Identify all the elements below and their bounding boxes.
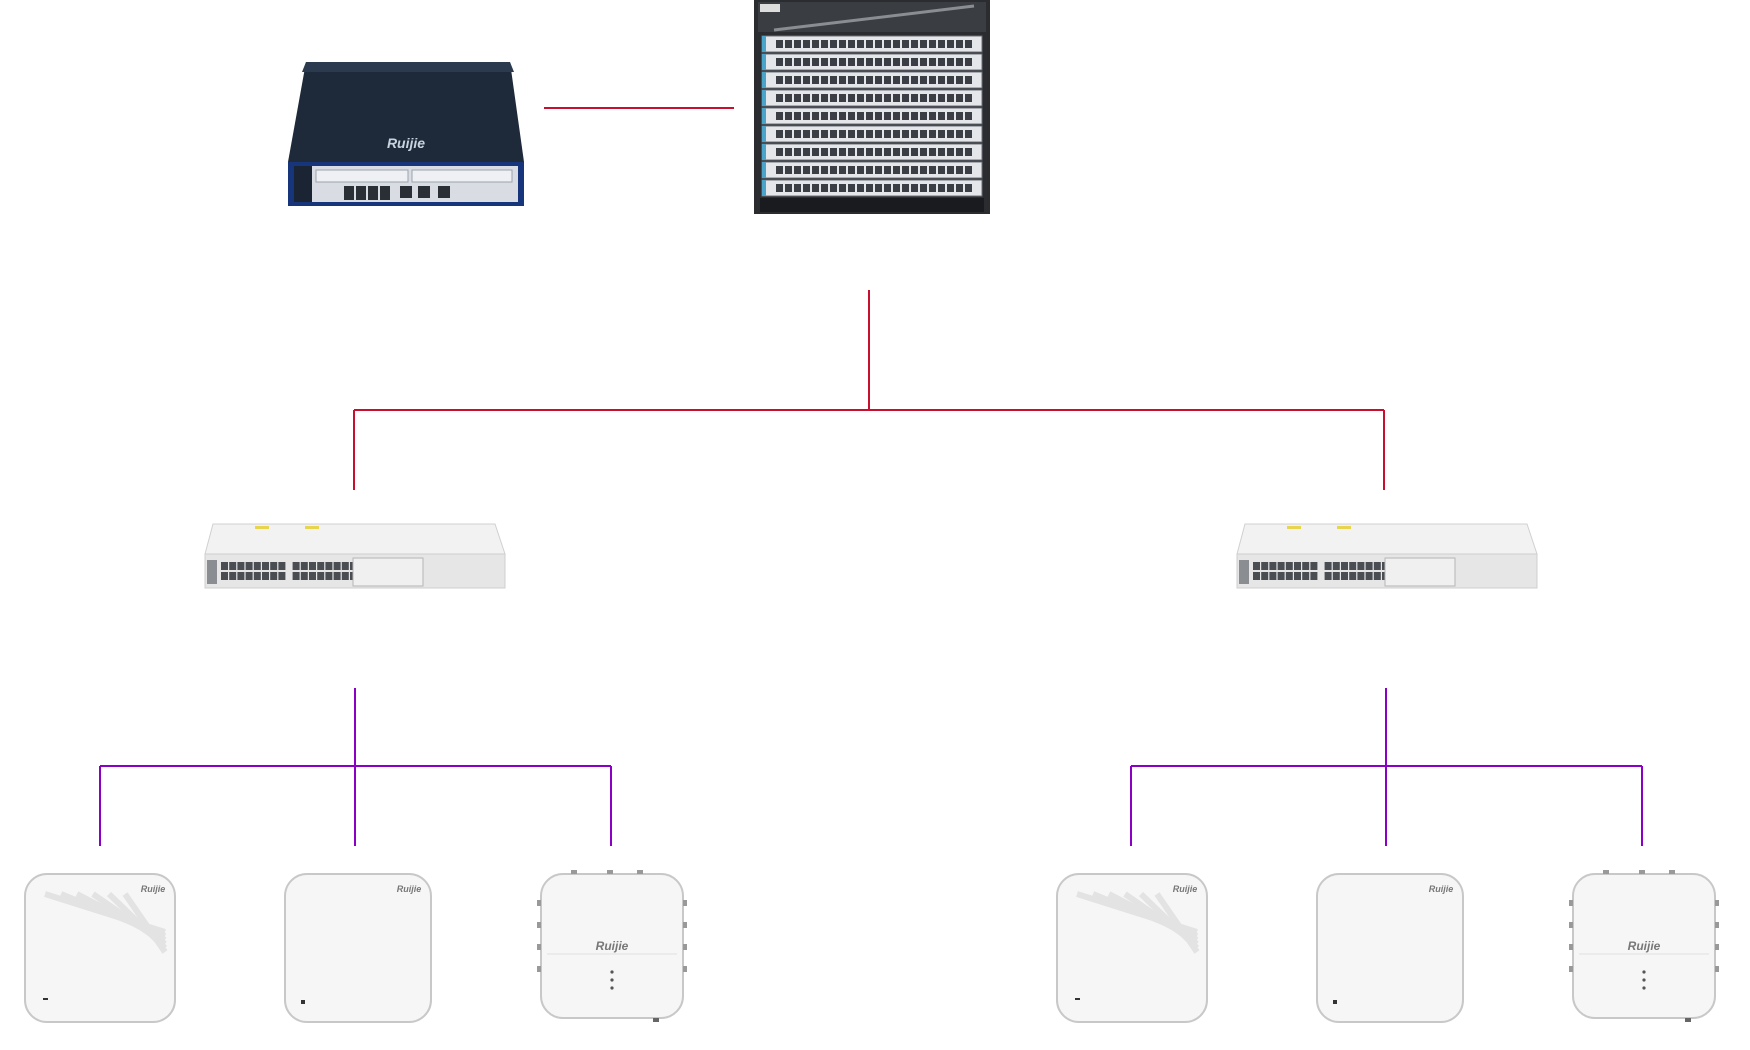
ceiling-ap-plain-icon: Ruijie bbox=[284, 873, 432, 1023]
ap-logo-text: Ruijie bbox=[596, 939, 629, 953]
core-links bbox=[353, 107, 1385, 490]
wireless-controller-icon: Ruijie bbox=[288, 62, 524, 206]
controller-logo-text: Ruijie bbox=[387, 135, 425, 151]
access-links bbox=[99, 688, 1643, 846]
ap-logo-text: Ruijie bbox=[141, 884, 166, 894]
chassis-switch-icon bbox=[754, 0, 990, 214]
ceiling-ap-wave-icon: Ruijie bbox=[1056, 873, 1208, 1023]
ap-logo-text: Ruijie bbox=[397, 884, 422, 894]
ceiling-ap-wave-icon: Ruijie bbox=[24, 873, 176, 1023]
ap-logo-text: Ruijie bbox=[1173, 884, 1198, 894]
access-switch-icon bbox=[204, 523, 506, 589]
ap-logo-text: Ruijie bbox=[1628, 939, 1661, 953]
ap-logo-text: Ruijie bbox=[1429, 884, 1454, 894]
ceiling-ap-plain-icon: Ruijie bbox=[1316, 873, 1464, 1023]
outdoor-ap-icon: Ruijie bbox=[537, 870, 687, 1022]
outdoor-ap-icon: Ruijie bbox=[1569, 870, 1719, 1022]
access-switch-icon bbox=[1236, 523, 1538, 589]
